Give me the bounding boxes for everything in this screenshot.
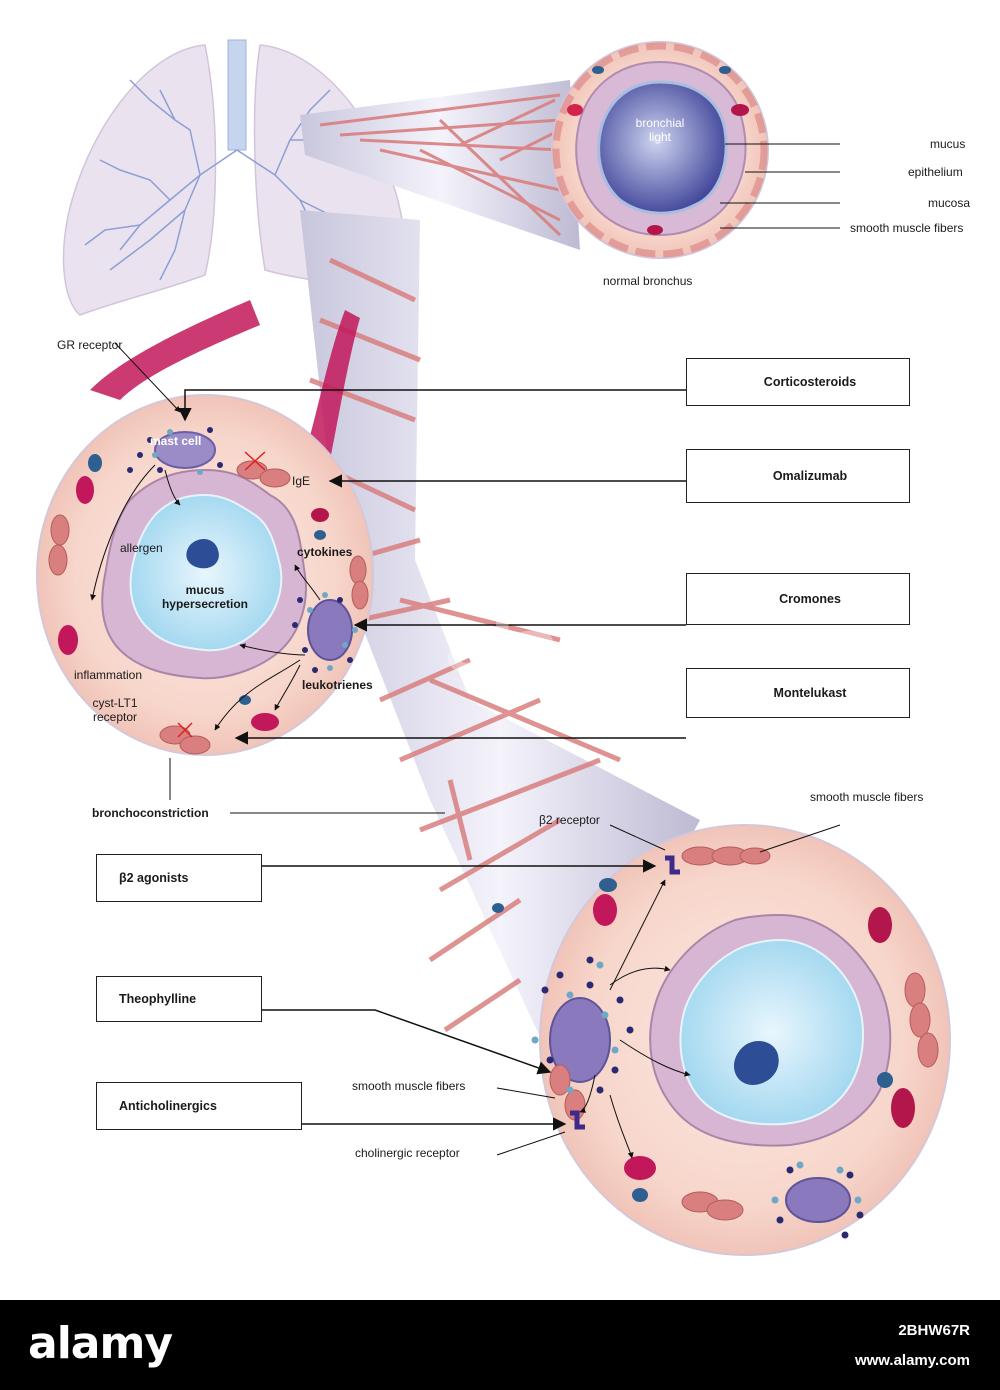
trachea [227,39,247,151]
left-lung [62,44,217,316]
cholinergic-receptor-label: cholinergic receptor [355,1146,460,1160]
normal-bronchus-section [551,41,769,259]
smooth-muscle-top-label: smooth muscle fibers [810,790,924,804]
drug-box-cromones: Cromones [686,573,910,625]
layer-label-mucosa: mucosa [928,196,971,210]
footer-url: www.alamy.com [854,1352,970,1369]
drug-box-anticholinergics: Anticholinergics [96,1082,302,1130]
drug-arrows [178,389,686,1131]
right-vessel [305,310,360,460]
asthma-bronchus-section [36,394,374,756]
watermark: alamy [445,605,674,687]
ige-label: IgE [292,474,311,488]
normal-bronchus-caption: normal bronchus [603,274,693,288]
mucus-hypersecretion-label: mucus hypersecretion [161,583,249,611]
bronchial-light-label: bronchial light [635,116,685,144]
mast-cell-label: mast cell [150,434,202,448]
drug-box-beta2-agonists: β2 agonists [96,854,262,902]
left-vessel [90,300,260,400]
footer-bar: alamy 2BHW67R www.alamy.com [0,1300,1000,1390]
drug-box-omalizumab: Omalizumab [686,449,910,503]
smooth-muscle-bottom-label: smooth muscle fibers [352,1079,466,1093]
upper-muscle-bands [319,93,562,237]
asthma-internal-arrows [90,342,445,814]
gr-receptor-label: GR receptor [57,338,123,352]
leukotrienes-label: leukotrienes [302,678,373,692]
allergen-label: allergen [120,541,163,555]
middle-bronchus-tube [300,210,700,1080]
drug-box-theophylline: Theophylline [96,976,262,1022]
drug-box-corticosteroids: Corticosteroids [686,358,910,406]
lower-bronchus-section [492,824,951,1256]
cyst-lt1-receptor-label: cyst-LT1 receptor [92,696,138,724]
cytokines-label: cytokines [297,545,353,559]
layer-label-epithelium: epithelium [908,165,963,179]
middle-muscle-bands [309,257,621,1033]
inflammation-label: inflammation [74,668,143,682]
beta2-receptor-label: β2 receptor [539,813,600,827]
layer-label-mucus: mucus [930,137,966,151]
image-id: 2BHW67R [898,1322,970,1339]
footer-logo: alamy [28,1318,173,1369]
layer-label-smooth-muscle: smooth muscle fibers [850,221,964,235]
normal-layer-leaders [720,143,840,229]
asthma-treatment-diagram [36,39,951,1256]
lower-internal-arrows [496,824,841,1159]
drug-box-montelukast: Montelukast [686,668,910,718]
bronchoconstriction-label: bronchoconstriction [92,806,209,820]
